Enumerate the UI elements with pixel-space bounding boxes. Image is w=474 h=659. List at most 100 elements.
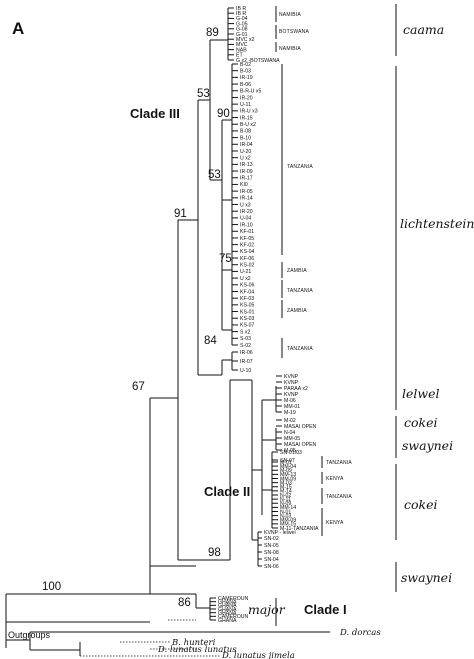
leaf-label: KI0 — [240, 182, 248, 188]
leaf-label: U x2 — [240, 155, 251, 161]
leaf-label: SN-01/03 — [280, 450, 302, 456]
bootstrap-53-a: 53 — [197, 88, 210, 100]
leaf-label: GHANA — [218, 607, 237, 613]
leaf-label: IR-14 — [240, 196, 253, 202]
leaf-label: M-02 — [284, 418, 296, 424]
bootstrap-91: 91 — [174, 208, 187, 220]
leaf-label: M-01 — [280, 460, 292, 466]
leaf-label: NAB — [236, 47, 247, 53]
region-zambia2: ZAMBIA — [287, 308, 307, 314]
leaf-label: KS-06 — [240, 283, 255, 289]
leaf-label: MM-09 — [280, 518, 296, 524]
leaf-label: IR-07 — [240, 359, 253, 365]
leaf-label: IR-19 — [240, 75, 253, 81]
leaf-label: MM-09 — [280, 476, 296, 482]
leaf-label: GHANA — [218, 618, 237, 624]
leaf-label: M-05 — [284, 448, 296, 454]
taxon-bars — [275, 4, 397, 626]
leaf-label: CAMEROUN — [218, 614, 249, 620]
outgroup-b-hunteri: B. hunteri — [171, 638, 216, 648]
leaf-label: KF-05 — [240, 236, 254, 242]
region-tanzania3: TANZANIA — [287, 346, 313, 352]
leaf-label: M-15 — [280, 485, 292, 491]
bootstrap-100: 100 — [42, 581, 61, 593]
region-tanzania4: TANZANIA — [326, 460, 352, 466]
leaf-label: B-03 — [240, 68, 251, 74]
leaf-label: B-R-U x5 — [240, 89, 261, 95]
region-kenya2: KENYA — [326, 520, 344, 526]
leaf-label: G-05 — [236, 21, 248, 27]
leaf-label: M-03 — [280, 480, 292, 486]
leaf-label: IR-20 — [240, 209, 253, 215]
leaf-label: M-06 — [284, 398, 296, 404]
bootstrap-86: 86 — [178, 597, 191, 609]
leaf-label: B-02 — [240, 62, 251, 68]
leaf-label: KVNP — [284, 380, 299, 386]
leaf-label: G x2 -BOTSWANA — [236, 58, 280, 64]
leaf-label: B-06 — [240, 82, 251, 88]
leaf-label: IR-05 — [240, 189, 253, 195]
leaf-label: U-21 — [240, 269, 251, 275]
bootstrap-84: 84 — [204, 335, 217, 347]
taxon-swaynei-1: swaynei — [402, 438, 453, 453]
leaf-label: CAMEROUN — [218, 596, 249, 602]
leaf-label: KS-05 — [240, 303, 255, 309]
panel-label: A — [12, 19, 24, 38]
leaf-label: MM-13 — [280, 472, 296, 478]
leaf-label: M-14 — [280, 489, 292, 495]
leaf-label: KF-03 — [240, 296, 254, 302]
leaf-label: MASAI OPEN — [284, 424, 317, 430]
leaf-label: MASAI OPEN — [284, 442, 317, 448]
clade-i-label: Clade I — [304, 602, 347, 617]
leaf-label: N-11 — [280, 497, 291, 503]
taxon-major: major — [248, 602, 286, 617]
bootstrap-53-b: 53 — [208, 169, 221, 181]
leaf-label: MM-14 — [280, 505, 296, 511]
clade-iii-label: Clade III — [130, 106, 180, 121]
leaf-label: GHANA — [218, 599, 237, 605]
bootstrap-75: 75 — [219, 253, 232, 265]
leaf-label: N-03 — [280, 513, 291, 519]
bootstrap-90: 90 — [217, 108, 230, 120]
leaf-label: KS-03 — [240, 316, 255, 322]
bootstrap-89: 89 — [206, 27, 219, 39]
leaf-label: U x2 — [240, 276, 251, 282]
taxon-cokei-2: cokei — [404, 497, 438, 512]
taxon-caama: caama — [403, 22, 444, 37]
leaf-label: M-19 — [284, 410, 296, 416]
leaf-label: GHANA — [218, 603, 237, 609]
leaf-label: MM-04 — [280, 464, 296, 470]
leaf-label: IB R — [236, 6, 246, 12]
leaf-label: N-09 — [280, 501, 291, 507]
region-tanzania2: TANZANIA — [287, 288, 313, 294]
region-tanzania5: TANZANIA — [326, 494, 352, 500]
leaf-label: SN-07 — [280, 458, 295, 464]
leaf-label: SN-02 — [264, 536, 279, 542]
leaf-label: N-04 — [284, 430, 295, 436]
leaf-label: S x2 — [240, 329, 250, 335]
region-bars — [275, 6, 323, 536]
leaf-label: KF-02 — [240, 242, 254, 248]
leaf-label: U x3 — [240, 202, 251, 208]
region-kenya1: KENYA — [326, 476, 344, 482]
leaf-label: IR-15 — [240, 115, 253, 121]
leaf-label: SN-05 — [264, 543, 279, 549]
taxon-lichtensteini: lichtensteini — [400, 216, 474, 231]
leaf-label: MM-15 — [280, 522, 296, 528]
bootstrap-98: 98 — [208, 547, 221, 559]
leaf-label: KF-01 — [240, 229, 254, 235]
leaf-label: MM-01 — [284, 404, 300, 410]
region-namibia2: NAMIBIA — [279, 46, 301, 52]
leaf-label: MVC x2 — [236, 37, 255, 43]
leaf-label: KVNP - lelwel — [264, 530, 296, 536]
leaf-label: KF-04 — [240, 289, 254, 295]
leaf-label: B-08 — [240, 129, 251, 135]
taxon-cokei-1: cokei — [404, 415, 438, 430]
leaf-label: KVNP — [284, 392, 299, 398]
region-tanzania1: TANZANIA — [287, 164, 313, 170]
leaf-label: MVC — [236, 42, 248, 48]
leaf-label: KS-01 — [240, 309, 255, 315]
leaf-label: ET — [236, 53, 243, 59]
